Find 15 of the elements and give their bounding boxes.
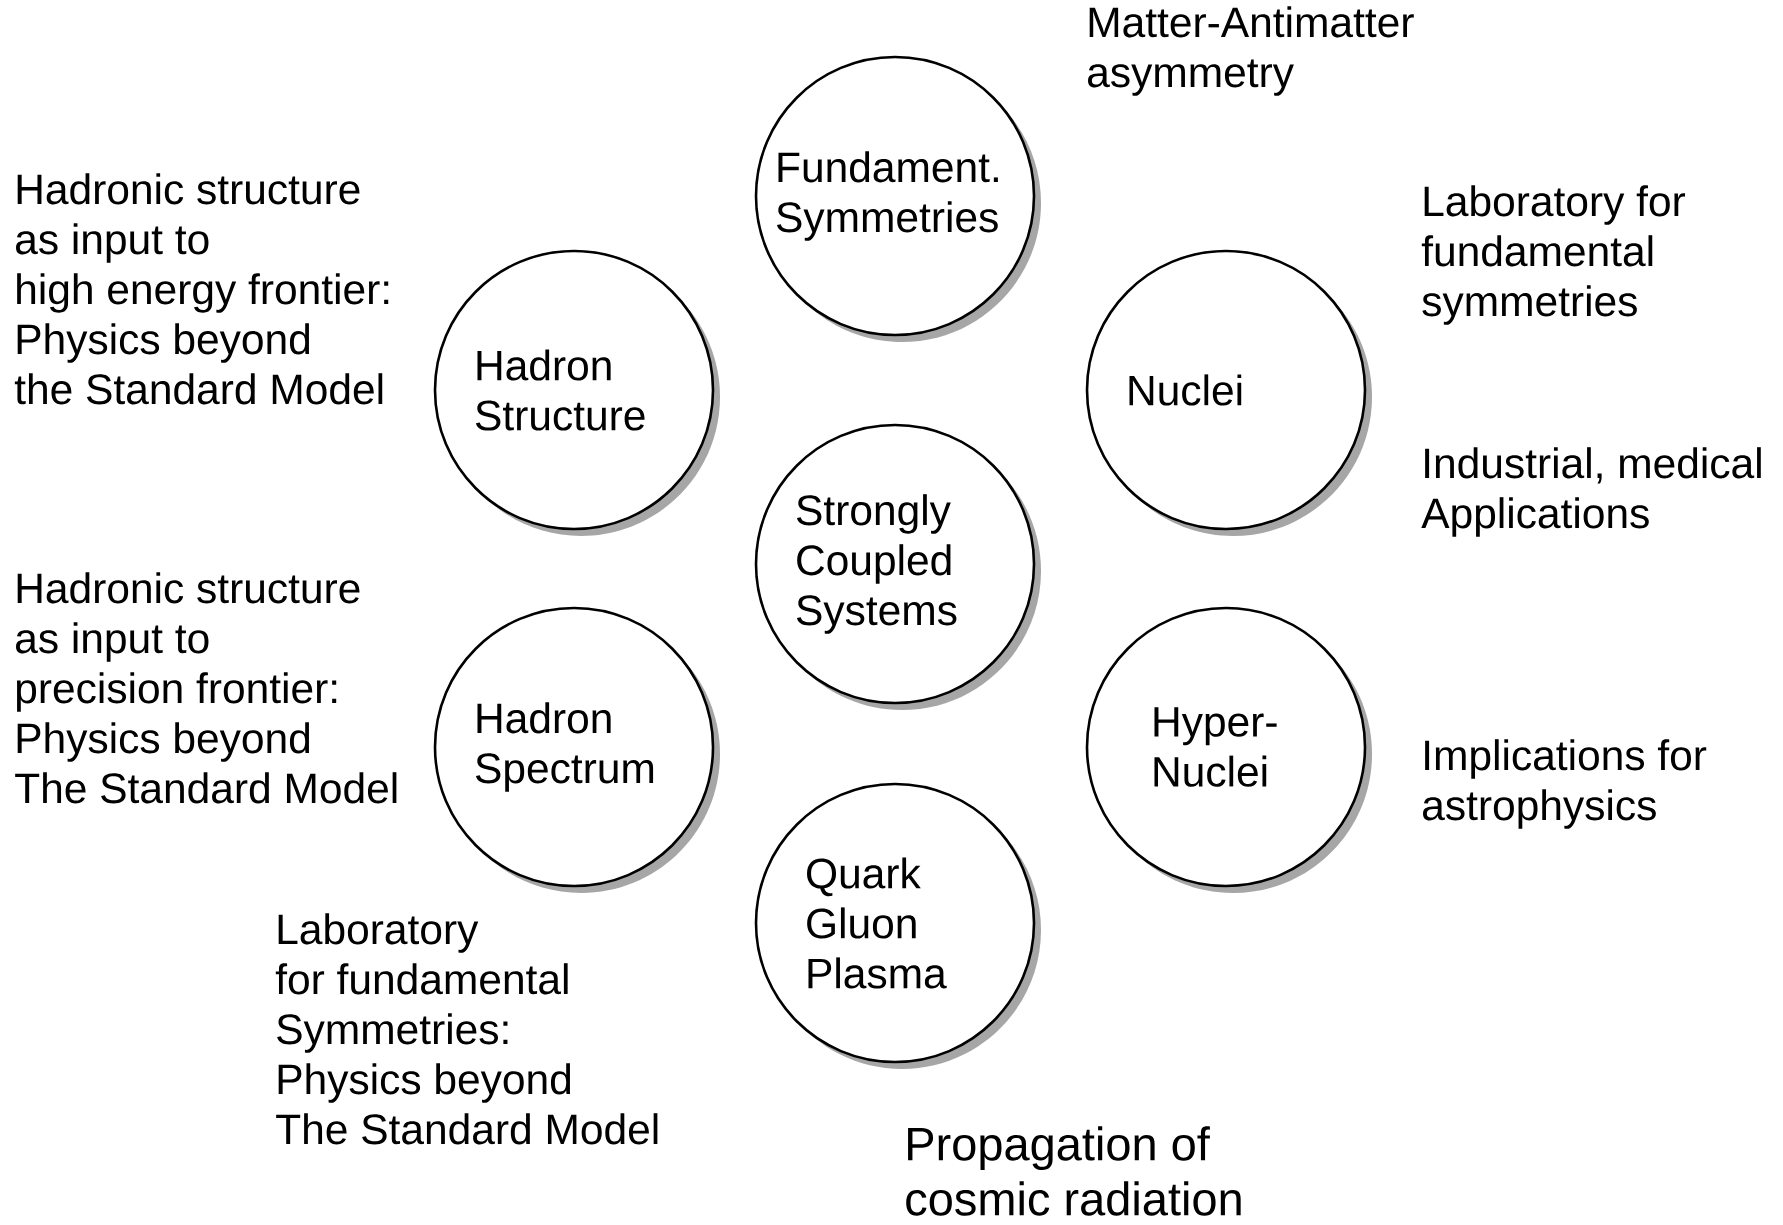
circle-node: Hyper-Nuclei xyxy=(1085,606,1372,893)
label-text: Hadronic structure as input to precision frontier: Physics beyond The Standard Model xyxy=(15,572,397,804)
label-text: Matter-Antimatter asymmetry xyxy=(1088,6,1414,96)
label-text: Propagation of cosmic radiation xyxy=(906,1126,1241,1216)
label-text: Industrial, medical Applications xyxy=(1421,447,1761,537)
label-text: Laboratory for fundamental symmetries xyxy=(1421,185,1685,325)
circle-node: Hadron Spectrum xyxy=(433,606,720,893)
circle-node: Nuclei xyxy=(1085,249,1372,536)
label-text: Implications for astrophysics xyxy=(1423,739,1707,829)
circle-node: Hadron Structure xyxy=(433,249,720,536)
label-text: Hadronic structure as input to high energy frontier: Physics beyond the Standard Model xyxy=(14,173,389,405)
circle-node: Quark Gluon Plasma xyxy=(754,782,1041,1069)
circle-node: Fundament. Symmetries xyxy=(754,55,1041,342)
circle-node: Strongly Coupled Systems xyxy=(754,423,1041,710)
label-text: Laboratory for fundamental Symmetries: Physics beyond The Standard Model xyxy=(275,913,658,1145)
